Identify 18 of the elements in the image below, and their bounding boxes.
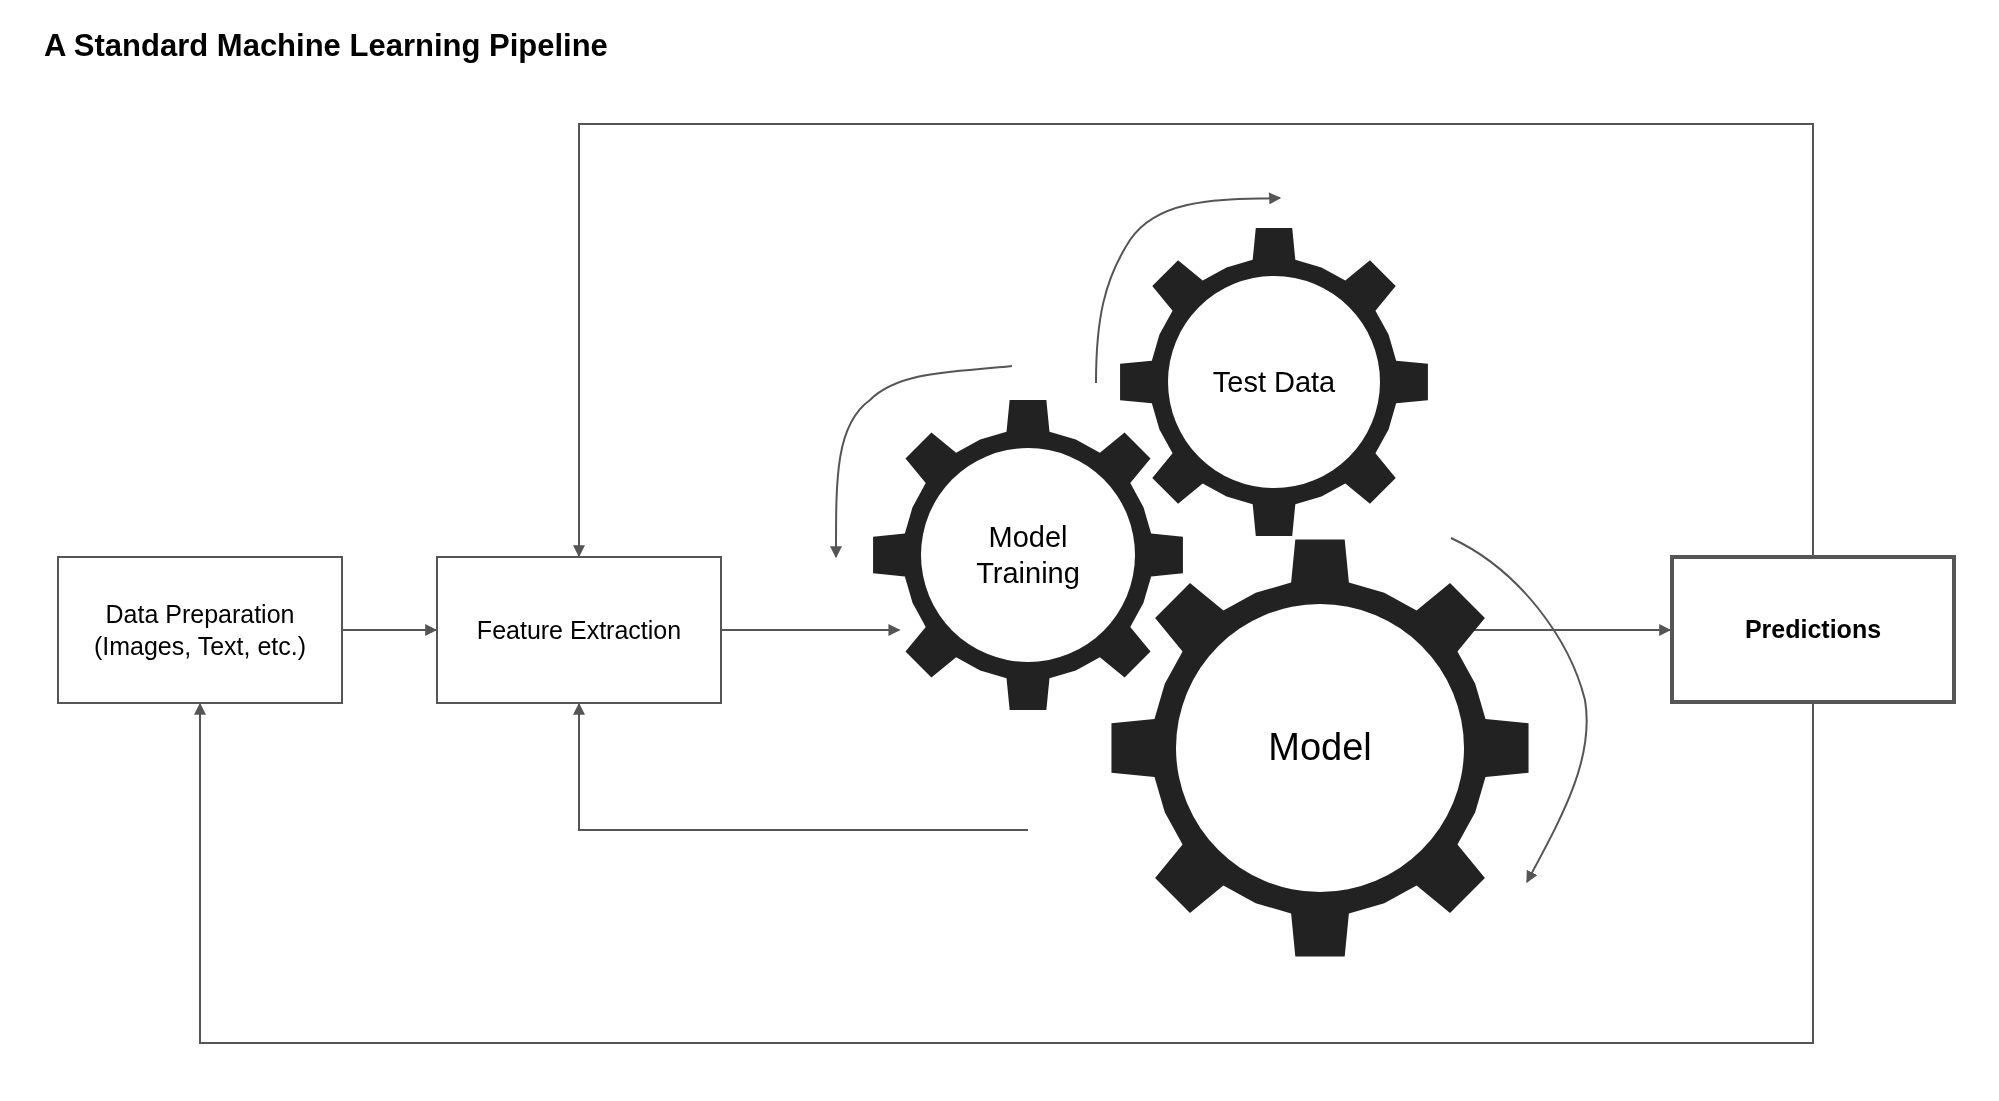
process-box	[57, 556, 343, 704]
arrow	[721, 624, 901, 636]
diagram-title: A Standard Machine Learning Pipeline	[44, 28, 608, 64]
node-label: Model	[1267, 725, 1373, 771]
node-label: Test Data	[1211, 364, 1337, 400]
node-label: Model Training	[975, 519, 1081, 591]
gear-node	[1119, 227, 1429, 537]
arrow	[573, 702, 1029, 831]
gear-node	[1110, 538, 1530, 958]
arrow	[342, 624, 438, 636]
arrow	[573, 123, 1814, 558]
node-label: Predictions	[1743, 614, 1883, 646]
node-label: Feature Extraction	[475, 614, 683, 646]
arrow	[194, 702, 1814, 1044]
gear-node	[872, 399, 1184, 711]
process-box	[436, 556, 722, 704]
node-label: Data Preparation (Images, Text, etc.)	[92, 598, 308, 662]
process-box	[1670, 555, 1956, 704]
